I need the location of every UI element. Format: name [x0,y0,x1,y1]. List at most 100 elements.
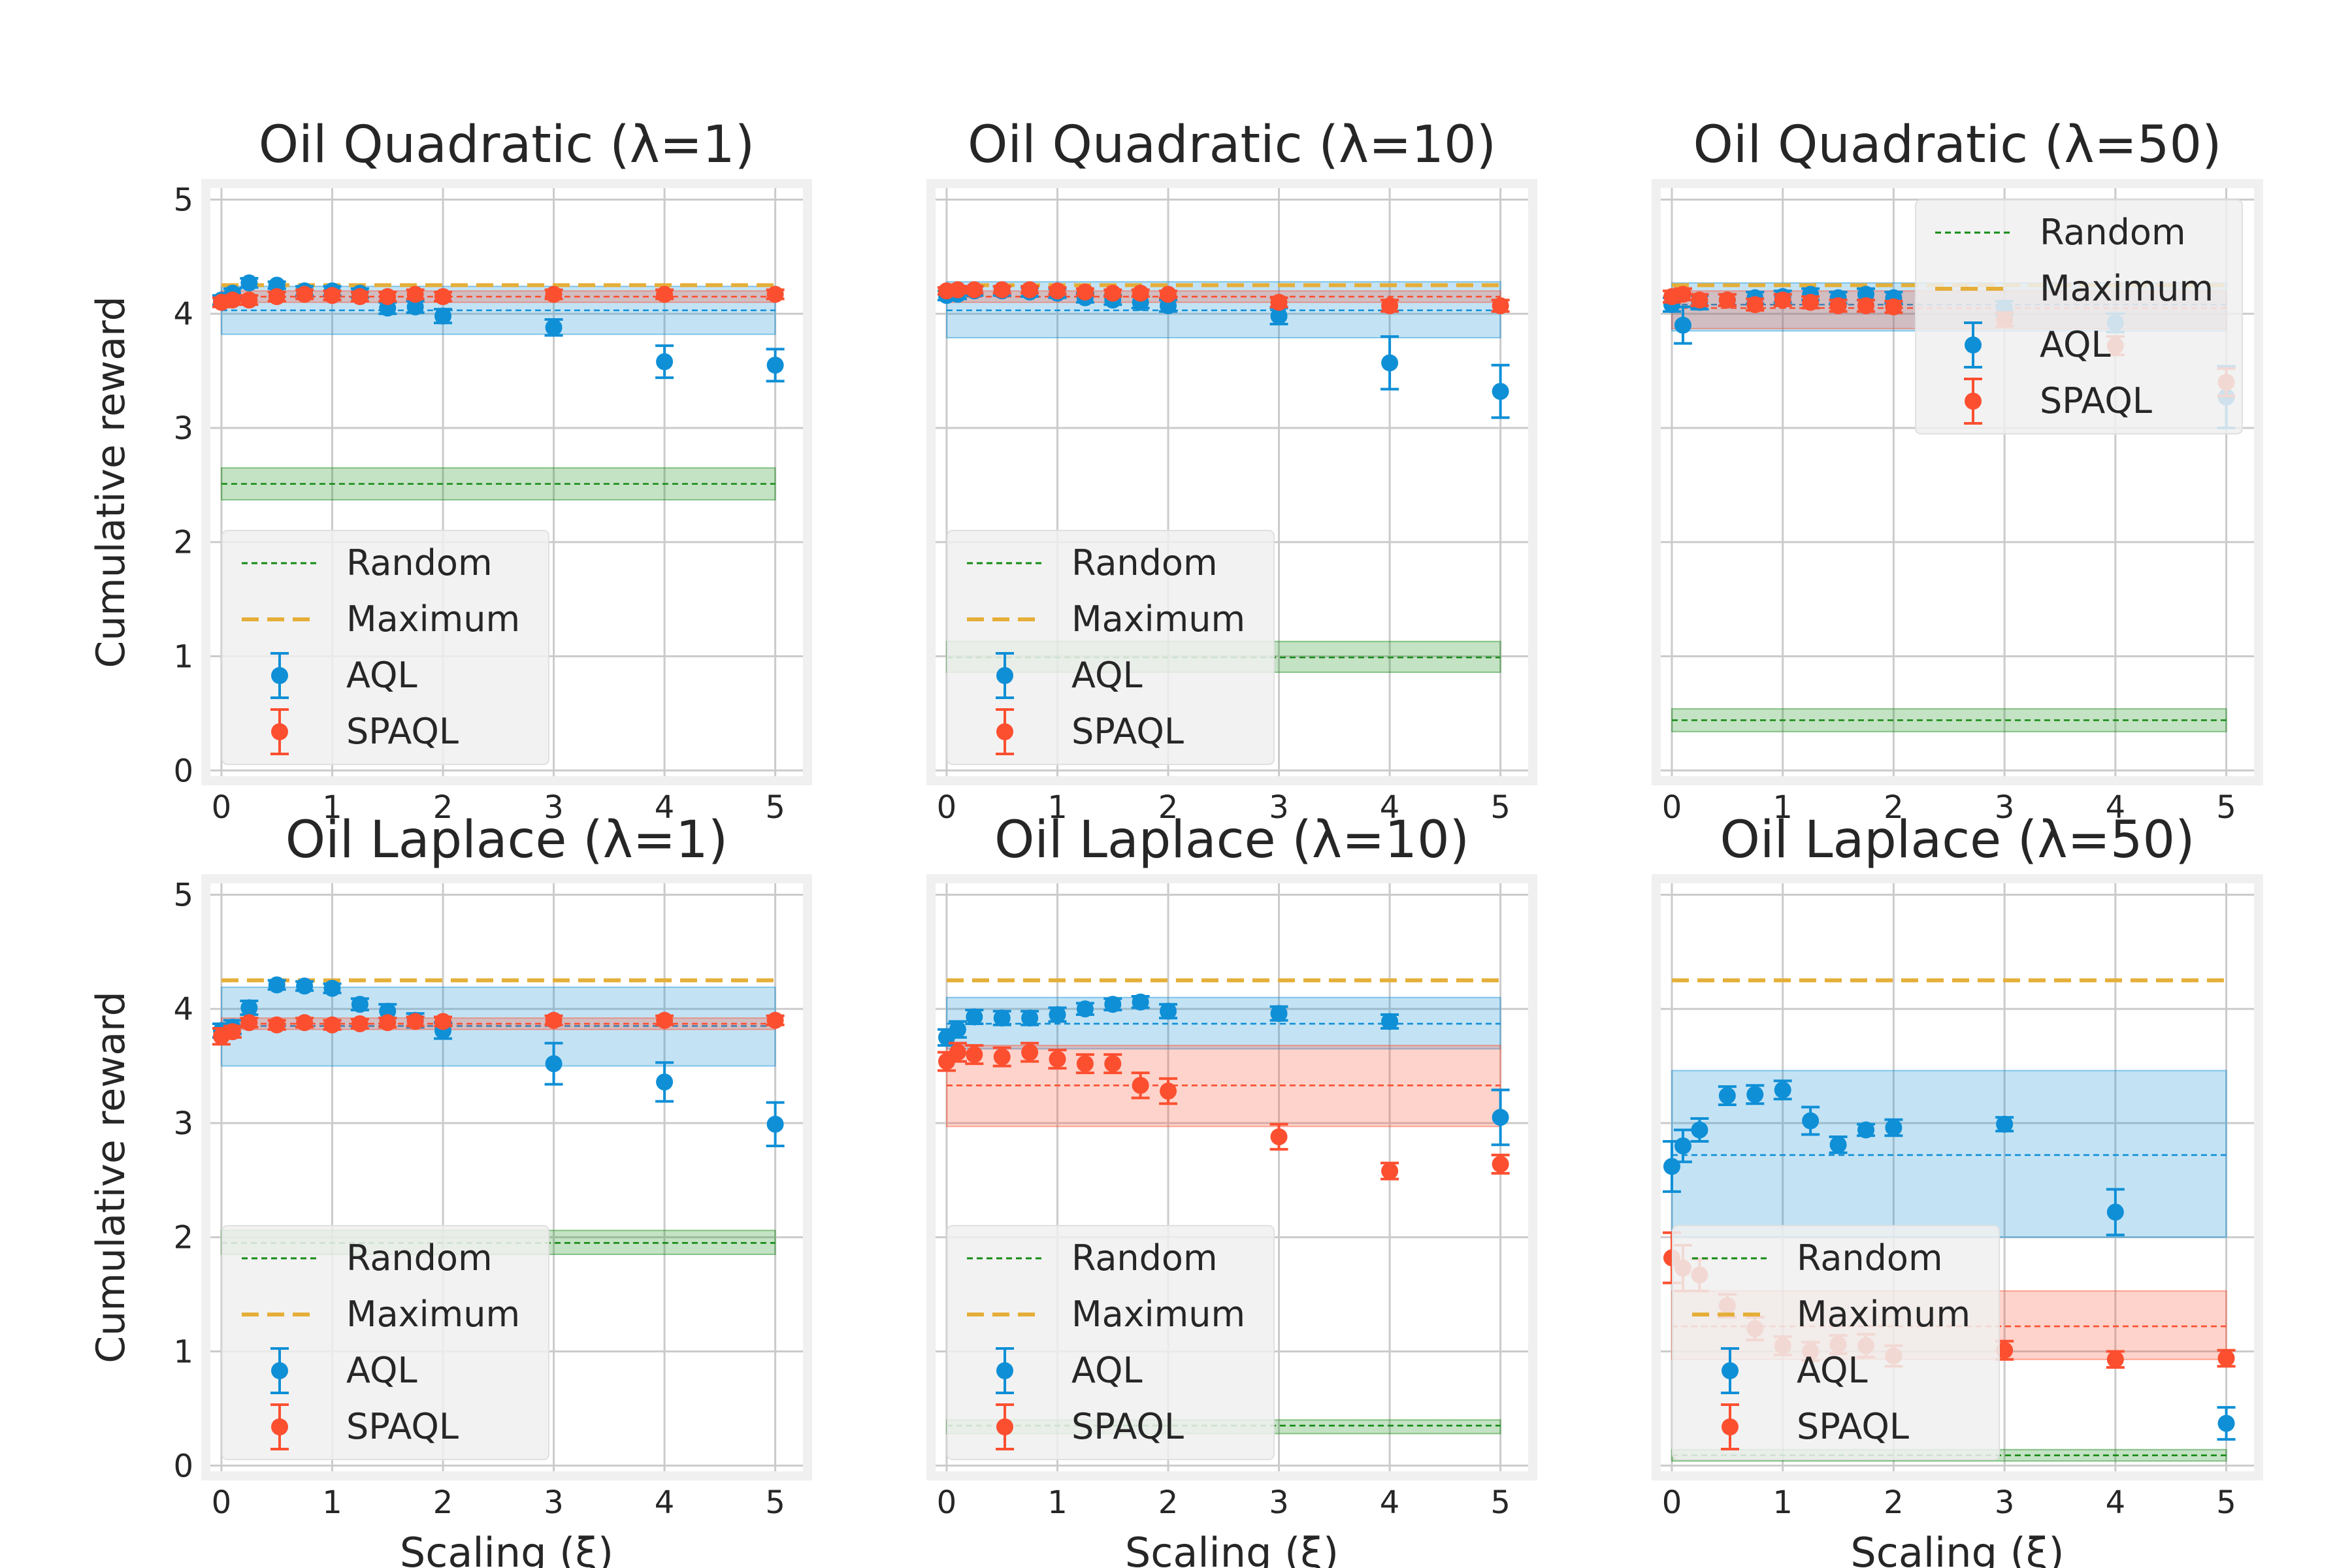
spaql-point [1885,298,1903,316]
aql-point [1049,1005,1066,1023]
aql-point [2217,1414,2235,1432]
y-tick-label: 4 [173,296,193,333]
legend-spaql-handle-point [1965,393,1982,410]
aql-point [545,1055,563,1073]
x-tick-label: 0 [1662,1484,1682,1521]
x-tick-label: 1 [1047,789,1068,826]
aql-point [1663,1158,1680,1175]
spaql-point [949,281,966,299]
spaql-point [1802,293,1820,311]
spaql-point [1076,284,1094,301]
aql-point [656,353,674,370]
spaql-point [993,281,1011,299]
aql-point [1674,316,1691,334]
spaql-point [1270,1128,1288,1145]
aql-point [1996,1115,2014,1133]
legend-random-label: Random [1071,542,1218,583]
spaql-point [1104,284,1122,302]
aql-point [351,996,368,1013]
legend-aql-handle-point [271,667,288,684]
legend-spaql-label: SPAQL [1071,711,1184,752]
x-tick-label: 1 [1772,789,1793,826]
spaql-point [2106,1350,2124,1368]
aql-series [1662,1079,2236,1441]
spaql-point [1160,1083,1177,1100]
legend-spaql-label: SPAQL [346,1406,459,1447]
x-tick-label: 1 [1772,1484,1793,1521]
spaql-series [212,1011,785,1046]
x-tick-label: 4 [2106,789,2126,826]
y-tick-label: 3 [173,410,193,447]
spaql-point [1996,1341,2014,1359]
aql-series [937,993,1510,1147]
spaql-point [296,286,314,303]
legend-spaql-label: SPAQL [1797,1406,1909,1447]
subplot-title: Oil Quadratic (λ=1) [259,116,755,174]
legend-random-label: Random [2040,212,2186,253]
legend-spaql-handle-point [996,723,1013,740]
x-tick-label: 1 [1047,1484,1068,1521]
subplot-title: Oil Quadratic (λ=50) [1693,116,2221,174]
x-tick-label: 3 [1995,1484,2015,1521]
aql-point [296,977,314,995]
spaql-point [1492,297,1509,314]
legend-maximum-label: Maximum [346,1294,520,1335]
spaql-point [656,286,674,303]
spaql-point [1160,286,1177,303]
spaql-point [656,1011,674,1029]
spaql-series [212,286,785,311]
spaql-point [1492,1155,1509,1173]
aql-point [766,356,784,374]
y-tick-label: 3 [173,1105,193,1142]
legend-random-label: Random [1797,1237,1943,1279]
x-tick-label: 5 [2216,1484,2236,1521]
spaql-point [1132,1077,1149,1094]
x-tick-label: 3 [1995,789,2015,826]
legend-random-label: Random [346,1237,493,1279]
legend-maximum-label: Maximum [1071,598,1245,640]
aql-point [1674,1137,1691,1154]
legend-aql-label: AQL [2040,324,2111,365]
legend-box [947,530,1275,765]
subplot-title: Oil Laplace (λ=10) [994,811,1469,870]
legend-box [221,530,549,765]
x-tick-label: 4 [1380,789,1400,826]
aql-point [240,999,258,1017]
x-tick-label: 3 [1269,1484,1289,1521]
spaql-point [323,287,341,304]
spaql-series [937,281,1510,314]
legend-spaql-label: SPAQL [346,711,459,752]
spaql-point [1381,297,1399,314]
x-tick-label: 3 [544,789,564,826]
x-tick-label: 2 [1884,1484,1904,1521]
legend-spaql-handle-point [996,1418,1013,1435]
y-tick-label: 4 [173,991,193,1028]
aql-point [966,1008,983,1026]
legend-box [1915,199,2243,434]
aql-point [1492,383,1509,400]
legend-maximum-label: Maximum [1797,1294,1970,1335]
subplot-title: Oil Laplace (λ=50) [1720,811,2195,870]
legend-spaql-handle-point [1722,1418,1739,1435]
spaql-point [240,1014,258,1032]
legend-aql-handle-point [996,1362,1013,1379]
aql-point [1104,996,1122,1013]
spaql-point [766,1011,784,1029]
spaql-point [406,286,424,303]
spaql-point [993,1048,1011,1066]
x-tick-label: 5 [765,789,785,826]
x-tick-label: 2 [1884,789,1904,826]
spaql-point [1021,1043,1039,1061]
y-axis-label: Cumulative reward [88,296,134,668]
x-tick-label: 4 [1380,1484,1400,1521]
aql-point [656,1073,674,1091]
aql-point [949,1021,966,1038]
legend-aql-handle-point [271,1362,288,1379]
